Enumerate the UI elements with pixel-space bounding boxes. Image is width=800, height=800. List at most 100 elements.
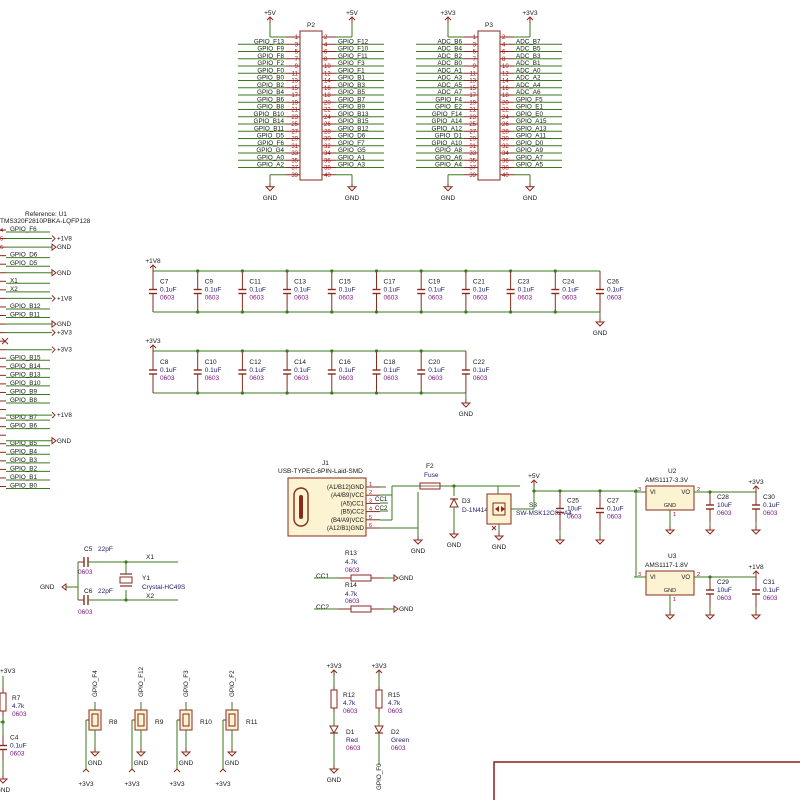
gnd-label: GND [40,584,55,591]
cap-footprint: 0603 [339,295,354,302]
net-label: GPIO_B7 [338,96,365,103]
pin-number: 15 [291,86,298,92]
pin-number: 26 [324,122,331,128]
pin-number: 22 [502,108,509,114]
pin-number: 35 [469,158,476,164]
pwr-label: +1V8 [748,564,764,571]
gnd-symbol [460,402,472,408]
net-label: GPIO_B15 [10,354,41,361]
cap-footprint: 0603 [428,295,443,302]
res-ref: R14 [345,582,357,589]
net-label: GPIO_F0 [376,763,383,790]
cap-value: 0.1uF [384,287,401,294]
cap-value: 0.1uF [473,287,490,294]
resistor-body [350,574,372,582]
cap-footprint: 0603 [160,375,175,382]
gnd-label: GND [225,760,240,767]
crystal-body [119,576,133,584]
gnd-symbol [704,614,716,620]
pin-number: 30 [502,137,509,143]
pwr-symbol [128,768,136,773]
reg-ref: U2 [668,468,677,475]
led-footprint: 0603 [346,745,361,752]
junction [124,560,128,564]
net-label: GPIO_B4 [257,89,284,96]
junction [374,349,379,353]
net-label: GPIO_B6 [10,423,37,430]
net-label: GPIO_F4 [435,96,462,103]
cap-footprint: 0603 [717,510,732,517]
cap-value: 0.1uF [249,367,266,374]
pin-number: 23 [291,115,298,121]
jumper-pad [91,713,99,727]
gnd-symbol [554,539,566,545]
cap-ref: C23 [518,279,530,286]
res-ref: R7 [12,695,21,702]
gnd-symbol [346,186,358,192]
jumper-ref: R9 [155,719,164,726]
cap-ref: C21 [473,279,485,286]
pin-name: GND [664,503,676,509]
gnd-label: GND [263,195,278,202]
net-label: GPIO_B9 [338,104,365,111]
pin-number: 37 [469,166,476,172]
net-label: X1 [10,277,18,284]
pin-number: 38 [502,166,509,172]
cap-ref: C18 [384,359,396,366]
pwr-label: +1V8 [145,258,161,265]
net-label: GPIO_B1 [338,75,365,82]
u2-body [645,485,695,511]
gnd-symbol [393,605,399,613]
net-label: GPIO_A4 [435,162,462,169]
cap-ref: C27 [607,498,619,505]
junction [240,269,244,273]
pin-number: 1 [673,512,676,518]
net-label: GPIO_B8 [257,104,284,111]
gnd-label: GND [411,548,426,555]
u1-ref: Reference: U1 [25,211,67,218]
pin-number: 21 [469,108,476,114]
jumper-ref: R11 [246,719,258,726]
cap-footprint: 0603 [567,514,582,521]
jumper-body [88,709,102,731]
pin-number: 25 [469,122,476,128]
cap-value: 0.1uF [160,367,177,374]
net-label: GPIO_F3 [338,60,365,67]
pin-number: 32 [502,144,509,150]
cap-value: 10uF [567,506,582,513]
net-label: ADC_B1 [516,60,541,67]
net-label: GPIO_B2 [257,82,284,89]
no-connect [491,525,497,531]
cap-value: 10uF [717,502,732,509]
pwr-label: +5V [346,10,358,17]
junction [464,269,468,273]
net-label: GPIO_B13 [338,111,369,118]
cap-value: 0.1uF [339,287,356,294]
rail_3v3-decoupling: +3V3C80.1uF0603C100.1uF0603C120.1uF0603C… [145,338,489,418]
gnd-label: GND [179,760,194,767]
pin-number: 8 [502,57,506,63]
pin-number: 36 [324,158,331,164]
junction [285,391,289,395]
cap-footprint: 0603 [607,295,622,302]
pwr-label: +3V3 [169,781,185,788]
cap-value: 0.1uF [763,502,780,509]
net-label: GPIO_A15 [516,118,547,125]
net-label: GPIO_B15 [338,118,369,125]
junction [196,391,200,395]
cap-footprint: 0603 [562,295,577,302]
led-ref: D2 [391,729,400,736]
resistor-body [330,689,338,709]
net-label: X1 [146,554,154,561]
cap-ref: C10 [205,359,217,366]
pin-number: 22 [324,108,331,114]
cap-value: 0.1uF [160,287,177,294]
net-label: GPIO_F12 [138,666,145,697]
cap-value: 0.1uF [205,287,222,294]
